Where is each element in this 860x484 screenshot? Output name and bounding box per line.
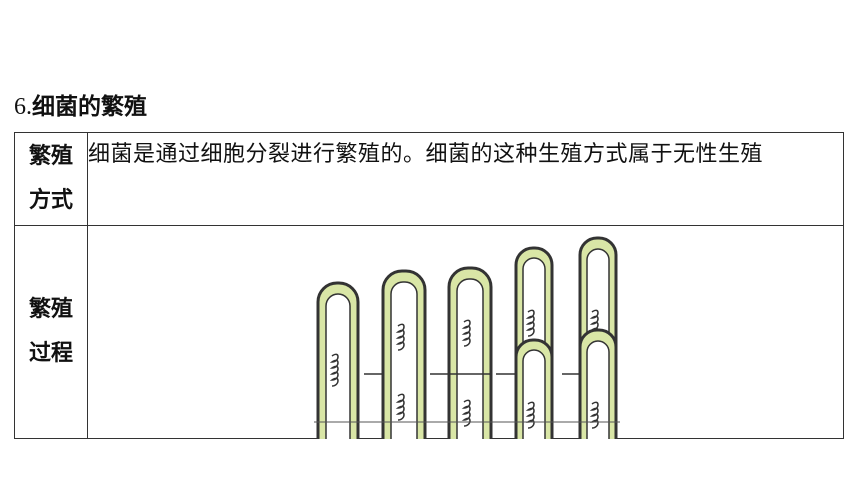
reproduction-process-cell [87, 225, 844, 439]
section-title: 6.细菌的繁殖 [14, 92, 147, 122]
bacteria-stage-3 [447, 266, 493, 439]
row-header-line: 过程 [28, 341, 73, 366]
row-header-process: 繁殖 过程 [14, 225, 88, 439]
reproduction-table: 繁殖 方式 细菌是通过细胞分裂进行繁殖的。细菌的这种生殖方式属于无性生殖 繁殖 … [14, 132, 844, 439]
row-header-line: 方式 [28, 188, 73, 213]
bacteria-stage-2 [381, 269, 427, 439]
reproduction-mode-text: 细菌是通过细胞分裂进行繁殖的。细菌的这种生殖方式属于无性生殖 [87, 132, 844, 226]
section-title-text: 细菌的繁殖 [32, 94, 147, 120]
row-header-mode: 繁殖 方式 [14, 132, 88, 226]
bacteria-stage-4-bottom [514, 338, 554, 439]
bacteria-stage-1 [316, 281, 360, 439]
row-header-line: 繁殖 [28, 144, 73, 169]
daughter-cell-bottom [578, 328, 618, 439]
table-row: 繁殖 方式 细菌是通过细胞分裂进行繁殖的。细菌的这种生殖方式属于无性生殖 [14, 132, 844, 226]
row-header-line: 繁殖 [28, 297, 73, 322]
section-number: 6. [14, 94, 32, 120]
table-row: 繁殖 过程 [14, 225, 844, 439]
binary-fission-diagram [314, 236, 620, 439]
